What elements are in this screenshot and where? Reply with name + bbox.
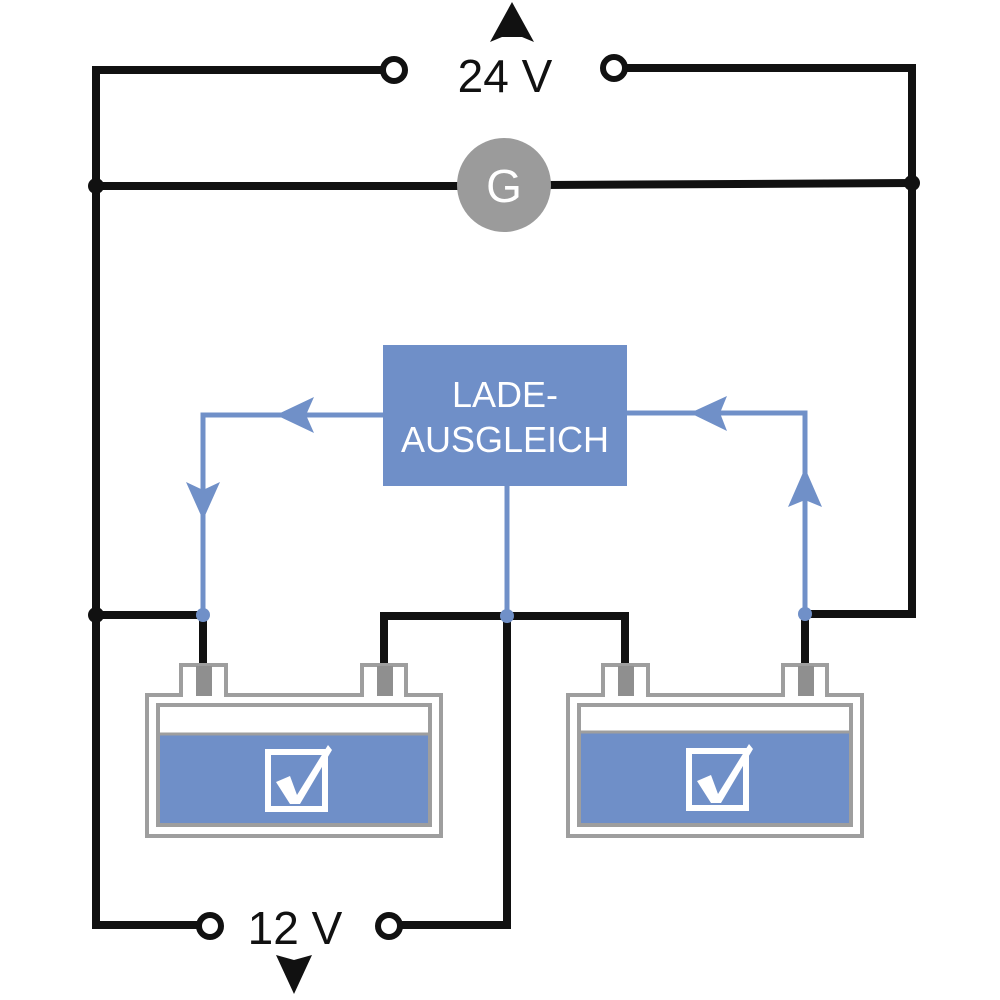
wire-left-battery-terminal	[92, 611, 207, 674]
signal-line-left	[200, 412, 383, 615]
battery-left	[145, 663, 443, 838]
arrow-down-icon	[276, 955, 312, 994]
charge-balancer: LADE- AUSGLEICH	[383, 345, 627, 486]
wire-generator-right	[543, 178, 917, 190]
balancer-label-line2: AUSGLEICH	[401, 419, 609, 460]
battery-right	[566, 663, 864, 838]
wire-left-rail	[92, 66, 388, 929]
voltage-label-12v: 12 V	[248, 902, 343, 954]
wire-right-rail	[621, 64, 916, 618]
arrow-left-icon	[690, 396, 727, 431]
checkmark-icon	[686, 744, 753, 811]
arrow-up-icon	[490, 2, 534, 42]
balancer-label-line1: LADE-	[452, 374, 558, 415]
balancer-box	[383, 345, 627, 486]
junction-dot	[798, 607, 812, 621]
junction-dot	[196, 608, 210, 622]
generator: G	[457, 138, 551, 232]
junction-dot	[88, 607, 104, 623]
wire-center-tap	[393, 612, 511, 929]
generator-symbol	[457, 138, 551, 232]
junction-dot	[88, 178, 104, 194]
terminal-24v-right	[600, 54, 628, 82]
battery-terminal-post	[196, 666, 212, 696]
terminal-24v-left	[380, 56, 408, 84]
signal-line-right	[627, 410, 808, 615]
terminal-12v-right	[375, 912, 403, 940]
battery-terminal-post	[798, 666, 814, 696]
generator-label: G	[486, 160, 522, 212]
arrow-up-icon	[788, 468, 822, 507]
balancer-wiring	[200, 410, 808, 615]
junction-dot	[500, 609, 514, 623]
junction-dot	[904, 175, 920, 191]
checkmark-icon	[265, 745, 332, 812]
arrow-down-icon	[186, 482, 220, 520]
arrow-left-icon	[276, 397, 314, 433]
battery-terminal-post	[377, 666, 393, 696]
terminal-12v-left	[196, 912, 224, 940]
battery-terminal-post	[618, 666, 634, 696]
voltage-label-24v: 24 V	[458, 50, 553, 102]
